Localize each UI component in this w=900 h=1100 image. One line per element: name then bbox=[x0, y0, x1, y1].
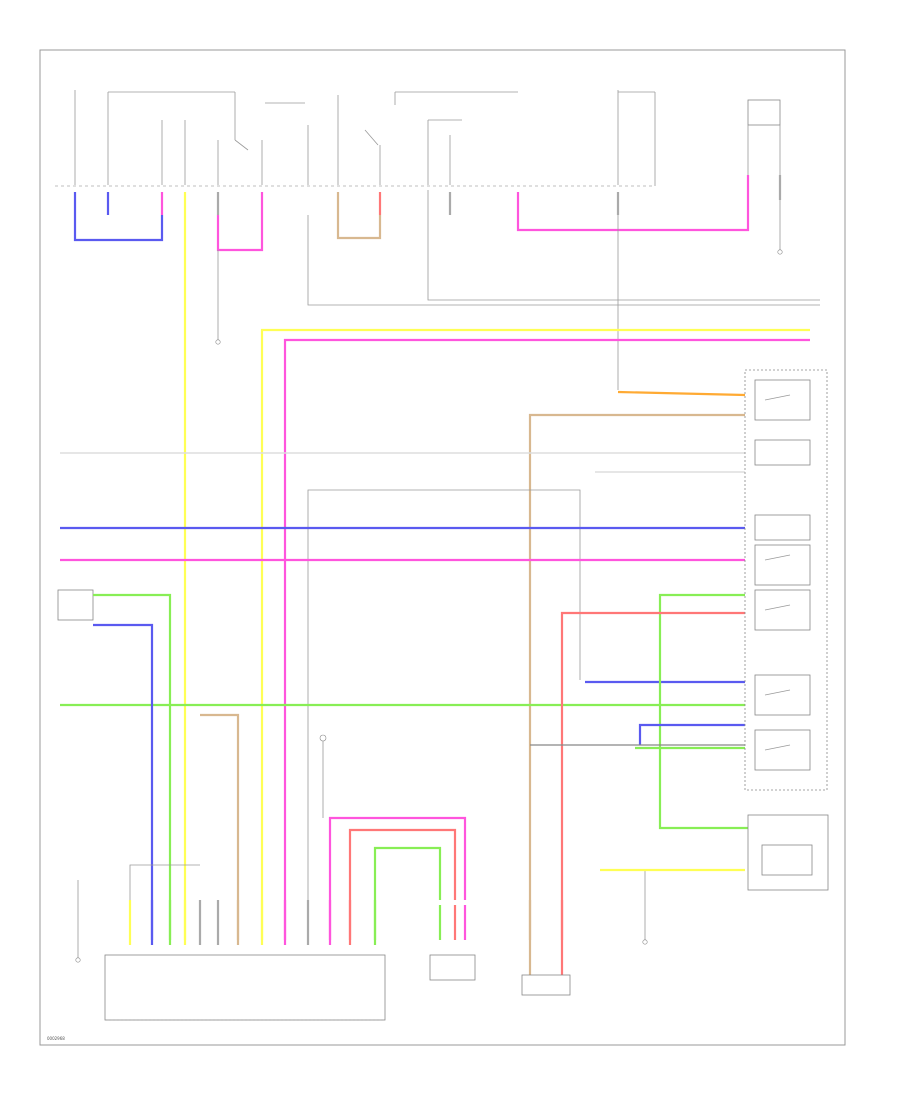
fuse-block-center bbox=[307, 91, 518, 185]
diagram-border bbox=[39, 49, 846, 1046]
gray-long-lines bbox=[60, 452, 745, 940]
main-harness bbox=[260, 328, 810, 940]
gray-wire-lower-right bbox=[644, 869, 745, 940]
actuator-box bbox=[429, 905, 476, 981]
right-relay-stack bbox=[744, 369, 828, 791]
top-wire-loops bbox=[73, 200, 750, 940]
fuse-block-left bbox=[74, 90, 305, 185]
tan-wire-left bbox=[200, 713, 240, 940]
footer-code: 0002968 bbox=[47, 1036, 65, 1041]
fuse-block-right bbox=[617, 90, 656, 186]
gray-harness-lines bbox=[307, 190, 820, 390]
powertrain-control-module bbox=[104, 954, 386, 1021]
blue-wire-lower-right bbox=[638, 723, 745, 745]
actuator-wires bbox=[319, 734, 467, 940]
lower-right-module bbox=[747, 814, 829, 891]
passenger-compartment-fuse-box bbox=[747, 99, 781, 186]
top-wire-stubs bbox=[73, 175, 782, 215]
orange-wire bbox=[617, 390, 746, 397]
red-wire-right bbox=[560, 611, 745, 975]
pcm-pins bbox=[128, 864, 377, 945]
left-switch-assembly bbox=[57, 589, 172, 940]
left-bottom-sensor bbox=[75, 880, 81, 963]
green-wire-right bbox=[658, 593, 748, 830]
lower-center-switch bbox=[521, 900, 571, 996]
ground-stub-left bbox=[215, 250, 221, 345]
tan-wire-center bbox=[528, 413, 745, 975]
